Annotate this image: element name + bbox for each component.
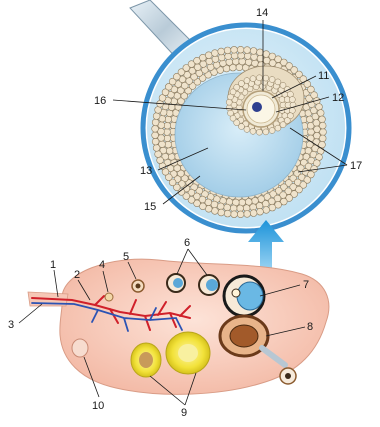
granulosa-cell bbox=[269, 204, 276, 211]
granulosa-cell bbox=[152, 138, 159, 145]
granulosa-cell bbox=[224, 47, 231, 54]
cumulus-cell bbox=[275, 125, 281, 131]
granulosa-cell bbox=[157, 157, 164, 164]
granulosa-cell bbox=[320, 129, 327, 136]
ovulated-oocyte-core bbox=[285, 373, 291, 379]
granulosa-cell bbox=[218, 48, 225, 55]
oocyte-nucleus bbox=[252, 102, 262, 112]
granulosa-cell bbox=[244, 211, 251, 218]
corpus-luteum-small-core bbox=[139, 352, 153, 368]
granulosa-cell bbox=[317, 110, 324, 117]
granulosa-cell bbox=[217, 203, 224, 210]
label-13: 13 bbox=[140, 165, 152, 177]
granulosa-cell bbox=[263, 207, 270, 214]
leader-3 bbox=[19, 304, 42, 323]
granulosa-cell bbox=[319, 116, 326, 123]
granulosa-cell bbox=[252, 60, 259, 67]
label-5: 5 bbox=[123, 251, 129, 263]
cumulus-cell bbox=[244, 78, 250, 84]
cumulus-cell bbox=[238, 81, 244, 87]
granulosa-cell bbox=[224, 204, 231, 211]
granulosa-cell bbox=[211, 201, 218, 208]
granulosa-cell bbox=[245, 59, 252, 66]
granulosa-cell bbox=[166, 147, 173, 154]
label-11: 11 bbox=[318, 70, 329, 82]
granulosa-cell bbox=[250, 210, 257, 217]
cumulus-cell bbox=[226, 99, 232, 105]
granulosa-cell bbox=[205, 52, 212, 59]
granulosa-cell bbox=[152, 132, 159, 139]
secondary-follicle-b-antrum bbox=[206, 279, 218, 291]
ruptured-follicle-core bbox=[230, 325, 258, 347]
granulosa-cell bbox=[317, 148, 324, 155]
granulosa-cell bbox=[244, 47, 251, 54]
granulosa-cell bbox=[237, 211, 244, 218]
label-12: 12 bbox=[332, 92, 344, 104]
label-16: 16 bbox=[94, 95, 106, 107]
label-14: 14 bbox=[256, 7, 268, 19]
cumulus-cell bbox=[226, 105, 232, 111]
label-4: 4 bbox=[99, 259, 105, 271]
granulosa-cell bbox=[212, 50, 219, 57]
granulosa-cell bbox=[316, 104, 323, 111]
label-1: 1 bbox=[50, 259, 56, 271]
label-9: 9 bbox=[181, 407, 187, 419]
granulosa-cell bbox=[153, 113, 160, 120]
cumulus-cell bbox=[250, 128, 256, 134]
cumulus-cell bbox=[250, 76, 256, 82]
vesicular-follicle-oocyte bbox=[232, 289, 240, 297]
granulosa-cell bbox=[218, 209, 225, 216]
secondary-follicle-a-antrum bbox=[173, 278, 183, 288]
granulosa-cell bbox=[152, 119, 159, 126]
cumulus-cell bbox=[244, 126, 250, 132]
cumulus-cell bbox=[289, 97, 295, 103]
granulosa-cell bbox=[257, 208, 264, 215]
cumulus-cell bbox=[263, 75, 269, 81]
label-10: 10 bbox=[92, 400, 104, 412]
granulosa-cell bbox=[153, 145, 160, 152]
cumulus-cell bbox=[280, 122, 286, 128]
granulosa-cell bbox=[155, 107, 162, 114]
label-7: 7 bbox=[303, 279, 309, 291]
primary-follicle-oocyte bbox=[136, 284, 141, 289]
granulosa-cell bbox=[212, 208, 219, 215]
granulosa-cell bbox=[319, 135, 326, 142]
cumulus-cell bbox=[263, 129, 269, 135]
granulosa-cell bbox=[231, 46, 238, 53]
vesicular-follicle-antrum bbox=[237, 282, 263, 310]
granulosa-cell bbox=[237, 46, 244, 53]
granulosa-cell bbox=[319, 122, 326, 129]
granulosa-cell bbox=[231, 211, 238, 218]
granulosa-cell bbox=[152, 125, 159, 132]
magnifier bbox=[130, 0, 349, 231]
label-15: 15 bbox=[144, 201, 156, 213]
granulosa-cell bbox=[262, 200, 269, 207]
granulosa-cell bbox=[251, 54, 258, 61]
label-17: 17 bbox=[350, 160, 362, 172]
label-3: 3 bbox=[8, 319, 14, 331]
granulosa-cell bbox=[206, 58, 213, 65]
cumulus-cell bbox=[269, 77, 275, 83]
granulosa-cell bbox=[250, 48, 257, 55]
granulosa-cell bbox=[224, 210, 231, 217]
primordial-follicle bbox=[105, 293, 113, 301]
cumulus-cell bbox=[256, 129, 262, 135]
granulosa-cell bbox=[164, 135, 171, 142]
corpus-albicans bbox=[72, 339, 88, 357]
cumulus-cell bbox=[228, 110, 234, 116]
cumulus-cell bbox=[256, 75, 262, 81]
granulosa-cell bbox=[263, 51, 270, 58]
granulosa-cell bbox=[257, 49, 264, 56]
label-2: 2 bbox=[74, 269, 80, 281]
label-6: 6 bbox=[184, 237, 190, 249]
corpus-luteum-large-core bbox=[178, 344, 198, 362]
cumulus-cell bbox=[269, 128, 275, 134]
cumulus-cell bbox=[275, 79, 281, 85]
granulosa-cell bbox=[165, 141, 172, 148]
label-8: 8 bbox=[307, 321, 313, 333]
granulosa-cell bbox=[155, 151, 162, 158]
